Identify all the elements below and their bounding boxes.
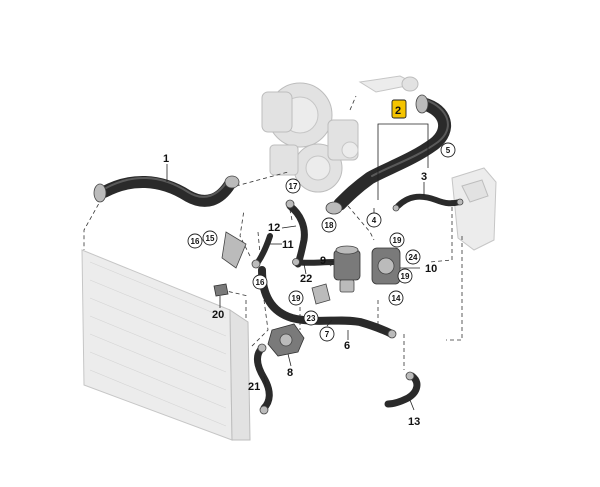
water-pump-8 xyxy=(267,323,305,357)
label-8: 8 xyxy=(287,367,293,379)
circled-label-23: 23 xyxy=(303,310,319,326)
label-1: 1 xyxy=(163,153,169,165)
label-12: 12 xyxy=(268,222,280,234)
label-15: 15 xyxy=(206,234,215,243)
radiator xyxy=(81,249,251,441)
label-3: 3 xyxy=(421,171,427,183)
valve-9 xyxy=(333,245,361,293)
hose-22 xyxy=(292,258,337,266)
turbocharger xyxy=(261,82,359,193)
circled-label-18: 18 xyxy=(321,217,337,233)
circled-label-5: 5 xyxy=(440,142,456,158)
label-19a: 19 xyxy=(393,236,402,245)
label-16a: 16 xyxy=(191,237,200,246)
label-14: 14 xyxy=(392,294,401,303)
highlight-box-2 xyxy=(391,99,407,119)
circled-label-15: 15 xyxy=(202,230,218,246)
label-11: 11 xyxy=(282,239,294,251)
hose-12 xyxy=(285,199,308,268)
label-24: 24 xyxy=(409,253,418,262)
circled-label-16b: 16 xyxy=(252,274,268,290)
hose-2 xyxy=(325,94,451,215)
label-19c: 19 xyxy=(292,294,301,303)
circled-label-17: 17 xyxy=(285,178,301,194)
circled-label-14: 14 xyxy=(388,290,404,306)
hose-21 xyxy=(254,343,273,415)
label-20: 20 xyxy=(212,309,224,321)
label-13: 13 xyxy=(408,416,420,428)
label-6: 6 xyxy=(344,340,350,352)
label-23: 23 xyxy=(307,314,316,323)
hose-3 xyxy=(392,193,464,212)
circled-label-4: 4 xyxy=(366,212,382,228)
thermostat-10 xyxy=(371,247,401,285)
dashed-connections xyxy=(83,95,463,370)
label-4: 4 xyxy=(372,216,377,225)
label-18: 18 xyxy=(325,221,334,230)
intake-pipe xyxy=(358,75,419,93)
label-22: 22 xyxy=(300,273,312,285)
circled-label-24: 24 xyxy=(405,249,421,265)
label-10: 10 xyxy=(425,263,437,275)
label-9: 9 xyxy=(320,255,326,267)
bracket-parts xyxy=(213,231,331,305)
hose-11 xyxy=(251,233,273,269)
circled-label-19c: 19 xyxy=(288,290,304,306)
expansion-tank xyxy=(451,167,497,251)
circled-label-19b: 19 xyxy=(397,268,413,284)
label-7: 7 xyxy=(325,330,330,339)
hose-13 xyxy=(384,371,421,408)
label-16b: 16 xyxy=(256,278,265,287)
label-21: 21 xyxy=(248,381,260,393)
circled-label-19a: 19 xyxy=(389,232,405,248)
label-19b: 19 xyxy=(401,272,410,281)
leader-lines xyxy=(166,123,429,411)
label-17: 17 xyxy=(289,182,298,191)
circled-label-7: 7 xyxy=(319,326,335,342)
label-2: 2 xyxy=(395,105,401,117)
hose-1 xyxy=(93,175,240,207)
label-5: 5 xyxy=(446,146,451,155)
hose-6 xyxy=(258,266,397,339)
circled-label-16a: 16 xyxy=(187,233,203,249)
